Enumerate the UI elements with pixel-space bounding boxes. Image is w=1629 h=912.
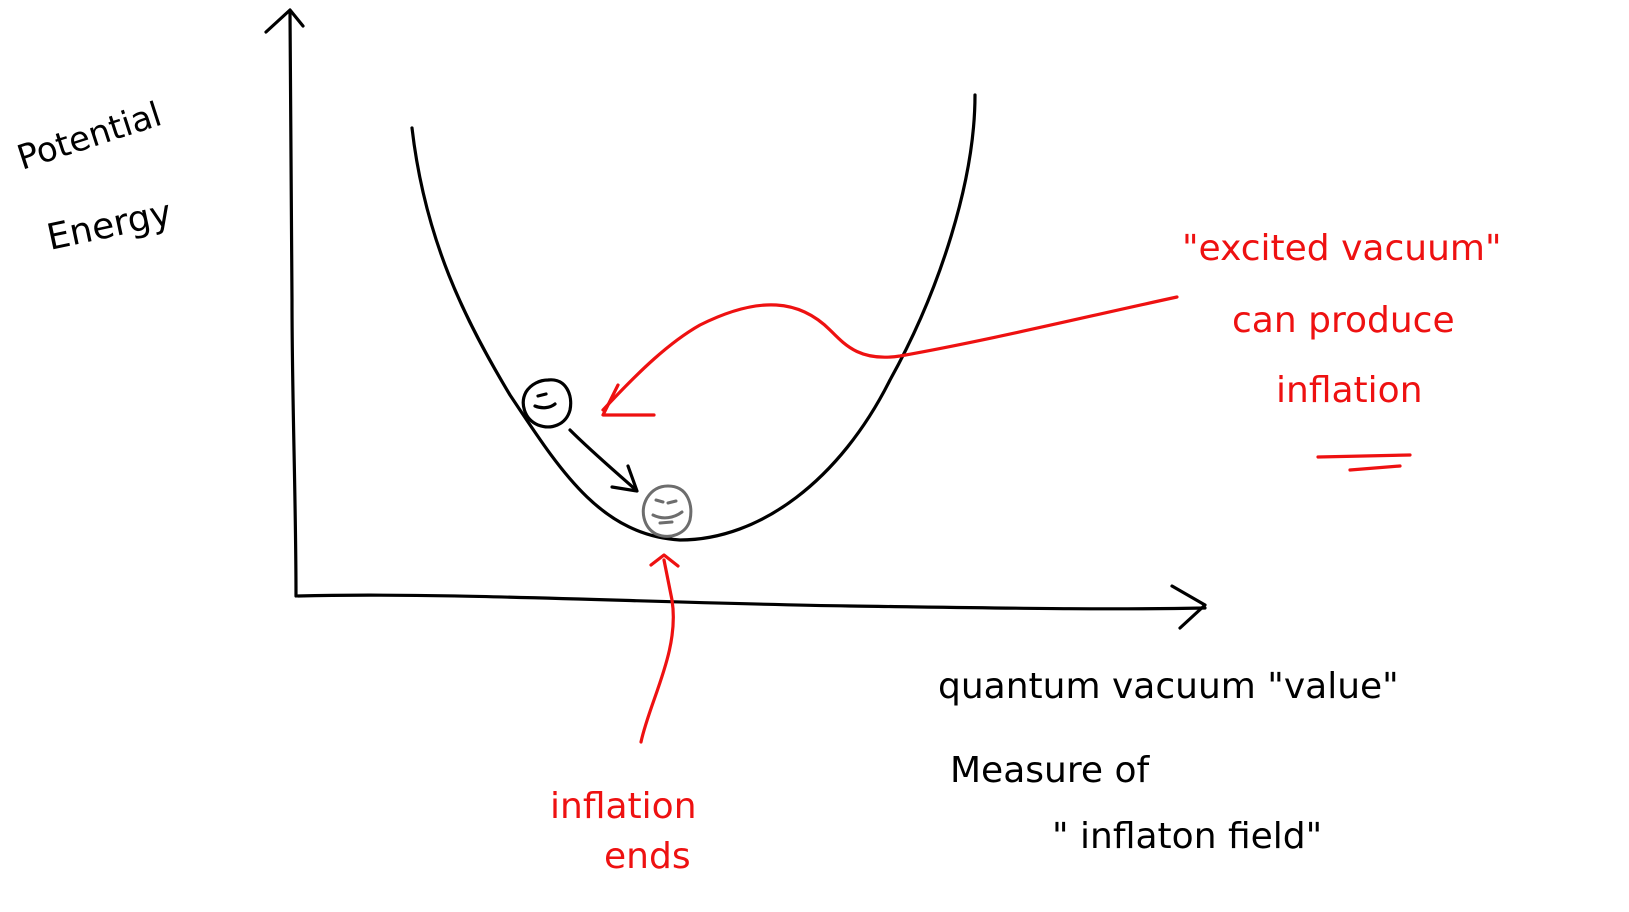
excited-vacuum-arrow — [601, 295, 1179, 417]
inflation-ends-note-line1: inflation — [550, 786, 697, 827]
rolling-arrow — [568, 428, 639, 493]
potential-well-curve — [410, 93, 977, 542]
y-axis — [264, 8, 305, 598]
note-underline — [1316, 453, 1412, 472]
excited-vacuum-note-line3: inflation — [1276, 370, 1423, 411]
y-axis-label-line1: Potential — [12, 94, 166, 178]
y-axis-arrowhead — [264, 8, 305, 34]
x-axis — [296, 584, 1207, 630]
excited-vacuum-note-line2: can produce — [1232, 300, 1455, 341]
x-axis-label-line3: " inflaton field" — [1052, 816, 1322, 857]
x-axis-label-line2: Measure of — [950, 750, 1150, 791]
x-axis-arrowhead — [1170, 584, 1207, 630]
x-axis-label-line1: quantum vacuum "value" — [938, 666, 1399, 707]
y-axis-label-line2: Energy — [43, 192, 175, 258]
ball-at-minimum — [641, 484, 693, 538]
excited-vacuum-note-line1: "excited vacuum" — [1182, 228, 1502, 269]
inflation-ends-arrow — [639, 553, 680, 744]
inflation-ends-note-line2: ends — [604, 836, 691, 877]
ball-on-slope — [521, 378, 573, 429]
